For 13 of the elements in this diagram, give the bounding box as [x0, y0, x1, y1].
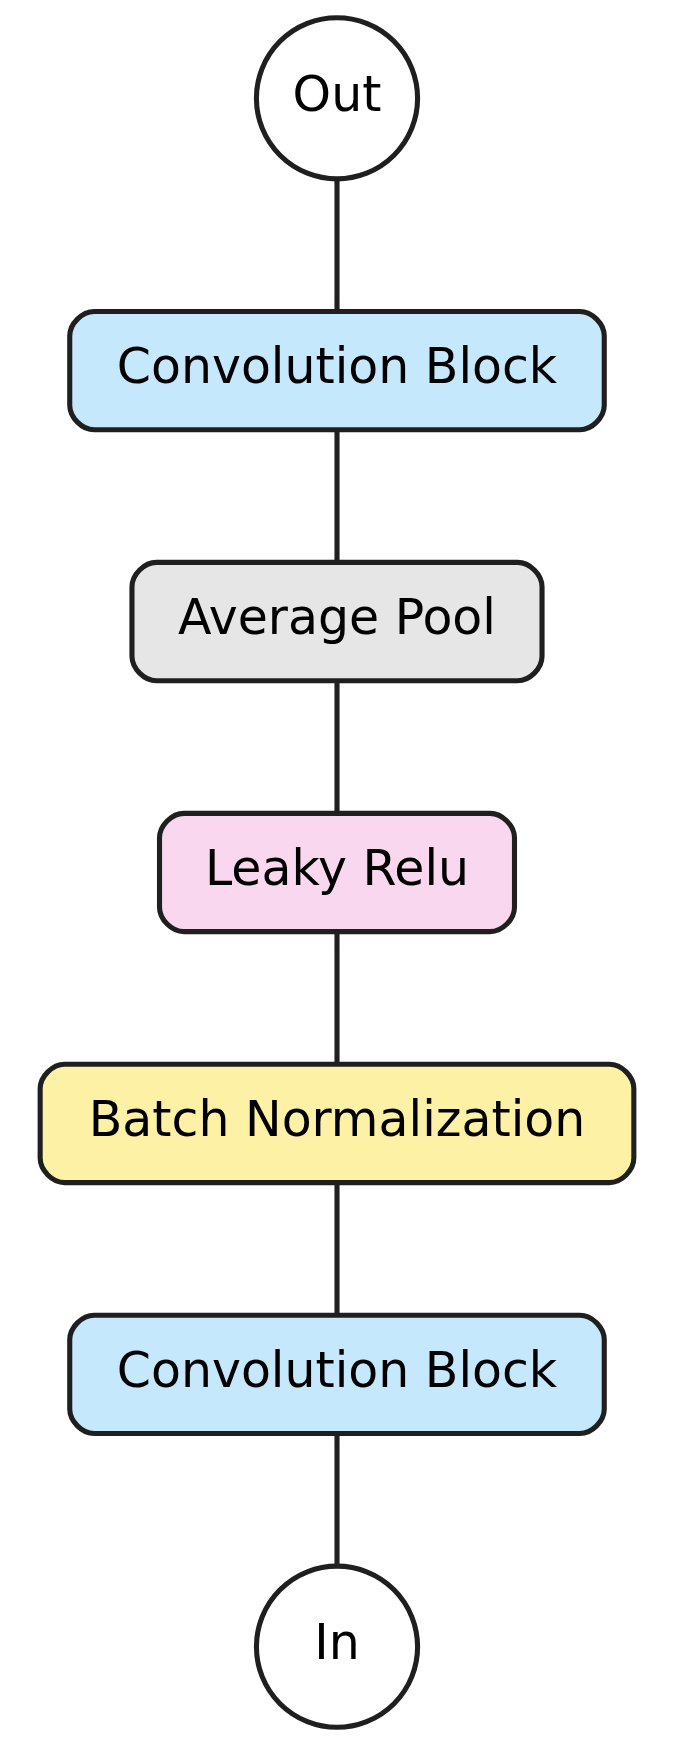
node-box: Convolution Block: [66, 308, 607, 432]
node-circle: Out: [253, 14, 420, 181]
connector: [333, 1433, 340, 1566]
node-box: Batch Normalization: [37, 1061, 636, 1185]
connector: [333, 680, 340, 813]
connector: [333, 931, 340, 1064]
connector: [333, 178, 340, 311]
connector: [333, 429, 340, 562]
connector: [333, 1182, 340, 1315]
node-box: Average Pool: [128, 559, 545, 683]
node-box: Leaky Relu: [156, 810, 517, 934]
node-box: Convolution Block: [66, 1312, 607, 1436]
node-circle: In: [253, 1563, 420, 1730]
